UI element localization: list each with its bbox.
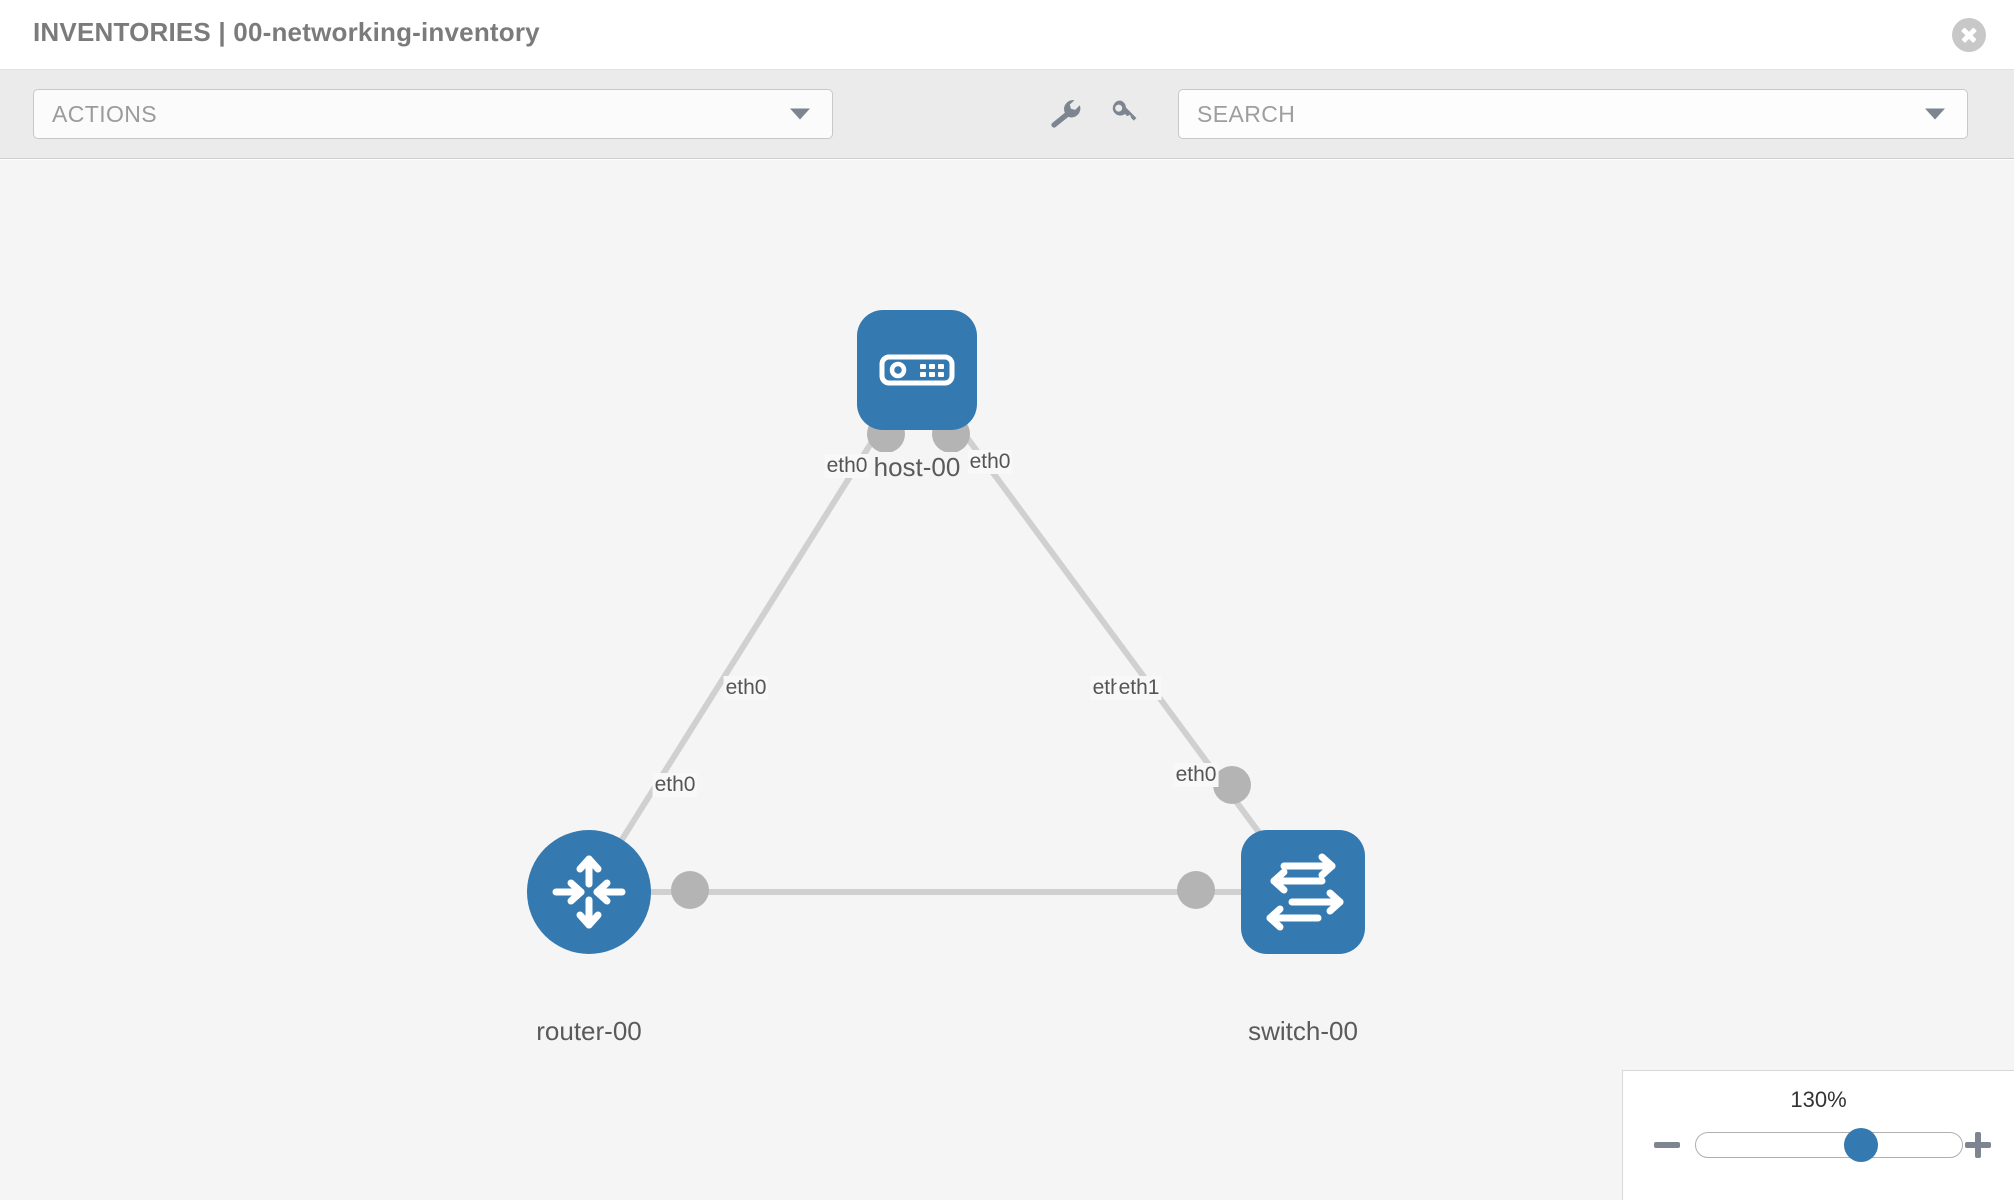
zoom-level-label: 130% (1790, 1087, 1847, 1112)
topology-node-switch-00[interactable] (1241, 830, 1365, 954)
actions-dropdown-label: ACTIONS (52, 100, 158, 127)
topology-node-label-router-00: router-00 (533, 1016, 645, 1047)
zoom-slider-thumb[interactable] (1843, 1128, 1878, 1162)
topology-port-router-00-2[interactable] (671, 871, 709, 909)
zoom-control-panel: 130% (1622, 1070, 2014, 1200)
topology-port-switch-00-4[interactable] (1177, 871, 1215, 909)
topology-node-router-00[interactable] (527, 830, 651, 954)
chevron-down-icon (1925, 108, 1945, 120)
topology-link-host-00-router-00[interactable] (586, 368, 920, 894)
search-input[interactable]: SEARCH (1178, 89, 1968, 139)
key-icon[interactable] (1106, 96, 1146, 132)
topology-node-host-00[interactable] (857, 310, 977, 430)
interface-label-router-00-0: eth0 (652, 773, 698, 797)
topology-edge-layer (586, 368, 1306, 895)
interface-label-switch-00-2: eth1 (1116, 676, 1162, 700)
search-placeholder: SEARCH (1197, 100, 1296, 127)
zoom-in-button[interactable] (1962, 1129, 1994, 1161)
server-icon (879, 354, 955, 386)
actions-dropdown[interactable]: ACTIONS (33, 89, 833, 139)
topology-port-switch-00-3[interactable] (1213, 766, 1251, 804)
chevron-down-icon (790, 108, 810, 120)
wrench-icon[interactable] (1046, 96, 1086, 132)
topology-node-label-switch-00: switch-00 (1245, 1016, 1361, 1047)
interface-label-host-00-0: eth0 (824, 454, 870, 478)
router-arrows-icon (552, 855, 626, 929)
topology-graph: host-00 (0, 160, 2014, 1200)
topology-canvas[interactable]: host-00 (0, 160, 2014, 1200)
router-node-shape (527, 830, 651, 954)
page-header: INVENTORIES | 00-networking-inventory (0, 0, 2014, 70)
topology-node-label-host-00: host-00 (870, 452, 964, 483)
host-node-shape (857, 310, 977, 430)
topology-link-host-00-switch-00[interactable] (914, 368, 1306, 894)
zoom-out-button[interactable] (1651, 1129, 1683, 1161)
interface-label-host-00-1: eth0 (967, 450, 1013, 474)
page-title: INVENTORIES | 00-networking-inventory (33, 17, 540, 47)
switch-arrows-icon (1266, 853, 1344, 931)
toolbar: ACTIONS SEARCH (0, 70, 2014, 159)
zoom-slider[interactable] (1695, 1128, 1963, 1162)
interface-label-switch-00-1: eth0 (1173, 763, 1219, 787)
switch-node-shape (1241, 830, 1365, 954)
close-icon[interactable] (1952, 18, 1986, 52)
interface-label-router-00-2: eth0 (723, 676, 769, 700)
